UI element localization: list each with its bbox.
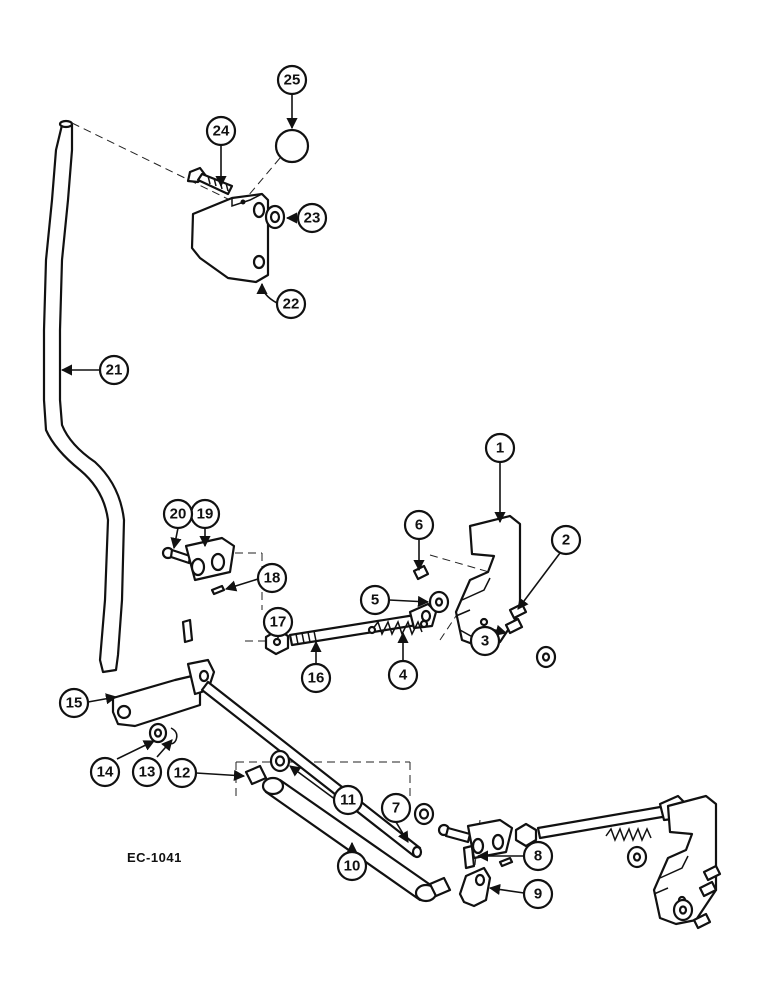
svg-text:19: 19 (197, 506, 214, 523)
pin-8 (462, 844, 476, 870)
clevis-19 (184, 536, 236, 582)
cotter-18 (210, 584, 226, 596)
washer-14 (148, 722, 168, 744)
nut-right (514, 822, 538, 848)
svg-text:6: 6 (415, 517, 423, 534)
callout-11: 11 (332, 784, 364, 816)
svg-text:22: 22 (283, 296, 300, 313)
svg-text:10: 10 (344, 858, 361, 875)
callout-2: 2 (550, 524, 582, 556)
clip-13 (167, 727, 178, 745)
svg-text:20: 20 (170, 506, 187, 523)
callout-23: 23 (296, 202, 328, 234)
svg-text:8: 8 (534, 848, 542, 865)
callout-9: 9 (522, 878, 554, 910)
callout-24: 24 (205, 115, 237, 147)
washer-right-mid (626, 845, 648, 869)
callout-20: 20 (162, 498, 194, 530)
svg-text:17: 17 (270, 614, 287, 631)
callout-16: 16 (300, 662, 332, 694)
rod-16 (288, 602, 438, 647)
callout-25: 25 (276, 64, 308, 96)
bushing-lower (428, 876, 452, 898)
washer-5 (428, 590, 450, 614)
svg-text:1: 1 (496, 440, 504, 457)
callout-21: 21 (98, 354, 130, 386)
washer-11 (269, 749, 291, 773)
bushing-12 (244, 764, 268, 786)
pins-right (698, 864, 722, 898)
svg-text:11: 11 (340, 792, 356, 809)
callout-14: 14 (89, 756, 121, 788)
washer-23 (264, 204, 286, 230)
svg-text:14: 14 (97, 764, 114, 781)
svg-text:23: 23 (304, 210, 321, 227)
callout-18: 18 (256, 562, 288, 594)
lever-9 (458, 866, 492, 908)
spring-4 (367, 619, 429, 636)
spring-right (605, 827, 652, 842)
bolt-24 (186, 166, 234, 196)
pin-6 (412, 564, 430, 581)
callout-7: 7 (380, 792, 412, 824)
callout-17: 17 (262, 606, 294, 638)
svg-text:3: 3 (481, 633, 489, 650)
washer-right (535, 645, 557, 669)
svg-text:9: 9 (534, 886, 542, 903)
callout-8: 8 (522, 840, 554, 872)
svg-text:18: 18 (264, 570, 281, 587)
svg-text:21: 21 (106, 362, 123, 379)
callout-6: 6 (403, 509, 435, 541)
callout-19: 19 (189, 498, 221, 530)
callout-13: 13 (131, 756, 163, 788)
washer-right-low (672, 898, 694, 922)
leader-lines (60, 94, 561, 896)
svg-text:5: 5 (371, 592, 379, 609)
svg-text:16: 16 (308, 670, 325, 687)
callout-1: 1 (484, 432, 516, 464)
washer-lower (413, 802, 435, 826)
svg-text:4: 4 (399, 667, 408, 684)
callout-10: 10 (336, 850, 368, 882)
rod-21 (42, 119, 126, 674)
lever-arm-15 (111, 658, 216, 728)
callout-4: 4 (387, 659, 419, 691)
svg-text:2: 2 (562, 532, 570, 549)
svg-text:7: 7 (392, 800, 400, 817)
pin-3 (504, 617, 524, 635)
pin-upper (181, 618, 194, 644)
callout-12: 12 (166, 757, 198, 789)
pin-right-low (692, 912, 712, 930)
svg-text:13: 13 (139, 764, 156, 781)
callout-15: 15 (58, 687, 90, 719)
callout-22: 22 (275, 288, 307, 320)
svg-text:25: 25 (284, 72, 301, 89)
callout-5: 5 (359, 584, 391, 616)
bracket-22 (190, 192, 270, 284)
svg-text:12: 12 (174, 765, 191, 782)
callout-3: 3 (469, 625, 501, 657)
shaft-7 (200, 680, 423, 859)
plug-25 (274, 128, 310, 164)
pin-20 (161, 546, 192, 565)
clevis-right (437, 818, 514, 868)
svg-text:24: 24 (213, 123, 230, 140)
document-code-label: EC-1041 (127, 850, 182, 865)
svg-text:15: 15 (66, 695, 83, 712)
